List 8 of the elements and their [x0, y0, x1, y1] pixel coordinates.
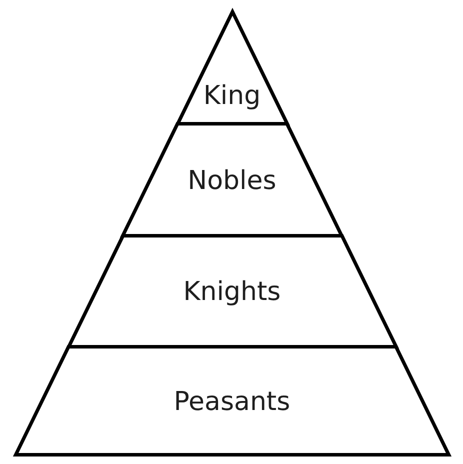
tier-label: Peasants — [174, 387, 290, 417]
tier-label: Nobles — [188, 166, 276, 196]
pyramid-tier — [120, 122, 344, 238]
pyramid-tier — [66, 234, 398, 349]
tier-label: King — [203, 81, 261, 111]
pyramid-tier — [14, 345, 450, 457]
pyramid-tier — [176, 10, 288, 126]
tier-label: Knights — [183, 277, 281, 307]
